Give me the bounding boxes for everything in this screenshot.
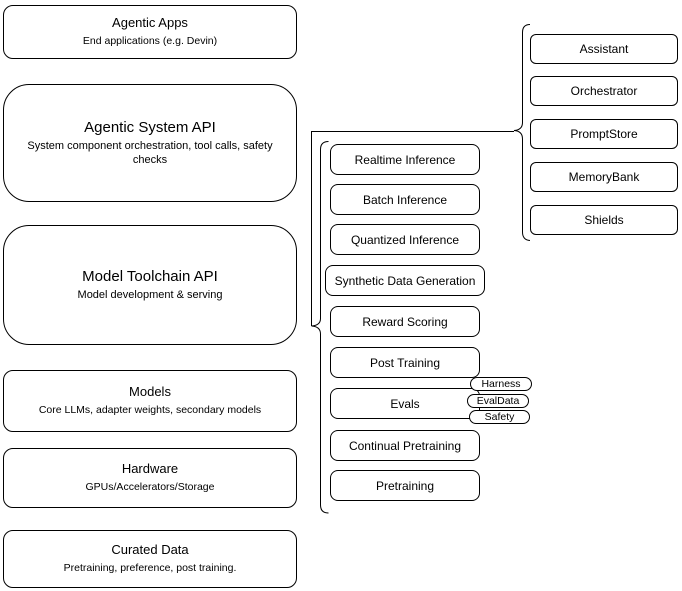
node-pretraining: Pretraining [330,470,480,501]
toolchain-curly-brace [311,141,329,514]
node-continual-pretraining: Continual Pretraining [330,430,480,461]
node-label: Assistant [579,42,629,56]
node-label: Pretraining [375,478,435,493]
node-subtitle: End applications (e.g. Devin) [82,35,218,48]
node-agentic-apps: Agentic Apps End applications (e.g. Devi… [3,5,297,59]
node-batch-inference: Batch Inference [330,184,480,215]
node-subtitle: Core LLMs, adapter weights, secondary mo… [38,404,262,417]
node-assistant: Assistant [530,34,678,64]
node-label: Quantized Inference [350,232,460,247]
node-title: Hardware [121,461,179,477]
node-title: Models [129,384,171,400]
node-realtime-inference: Realtime Inference [330,144,480,175]
pill-label: EvalData [476,394,520,407]
node-label: Batch Inference [362,192,448,207]
node-label: Synthetic Data Generation [334,273,476,288]
node-title: Agentic System API [84,119,216,137]
node-quantized-inference: Quantized Inference [330,224,480,255]
node-models: Models Core LLMs, adapter weights, secon… [3,370,297,432]
node-agentic-system-api: Agentic System API System component orch… [3,84,297,202]
node-label: PromptStore [570,127,638,141]
node-promptstore: PromptStore [530,119,678,149]
node-title: Curated Data [111,542,189,558]
pill-label: Safety [484,410,515,423]
node-subtitle: System component orchestration, tool cal… [27,140,273,166]
node-label: Reward Scoring [362,314,448,329]
node-model-toolchain-api: Model Toolchain API Model development & … [3,225,297,345]
node-label: MemoryBank [568,170,640,184]
node-post-training: Post Training [330,347,480,378]
pill-evaldata: EvalData [467,394,529,408]
components-curly-brace [513,24,531,241]
node-label: Evals [390,396,420,411]
node-memorybank: MemoryBank [530,162,678,192]
node-synthetic-data-generation: Synthetic Data Generation [325,265,485,296]
node-hardware: Hardware GPUs/Accelerators/Storage [3,448,297,508]
node-label: Realtime Inference [354,152,456,167]
node-label: Shields [584,213,624,227]
node-orchestrator: Orchestrator [530,76,678,106]
node-curated-data: Curated Data Pretraining, preference, po… [3,530,297,588]
node-evals: Evals [330,388,480,419]
node-shields: Shields [530,205,678,235]
node-title: Agentic Apps [112,15,188,31]
node-subtitle: Pretraining, preference, post training. [63,562,237,575]
pill-label: Harness [481,377,521,390]
node-label: Post Training [369,355,441,370]
node-subtitle: GPUs/Accelerators/Storage [85,481,215,494]
node-reward-scoring: Reward Scoring [330,306,480,337]
node-label: Orchestrator [570,84,638,98]
node-subtitle: Model development & serving [77,289,223,302]
pill-harness: Harness [470,377,532,391]
node-label: Continual Pretraining [348,438,462,453]
node-title: Model Toolchain API [82,267,218,285]
pill-safety: Safety [469,410,530,424]
